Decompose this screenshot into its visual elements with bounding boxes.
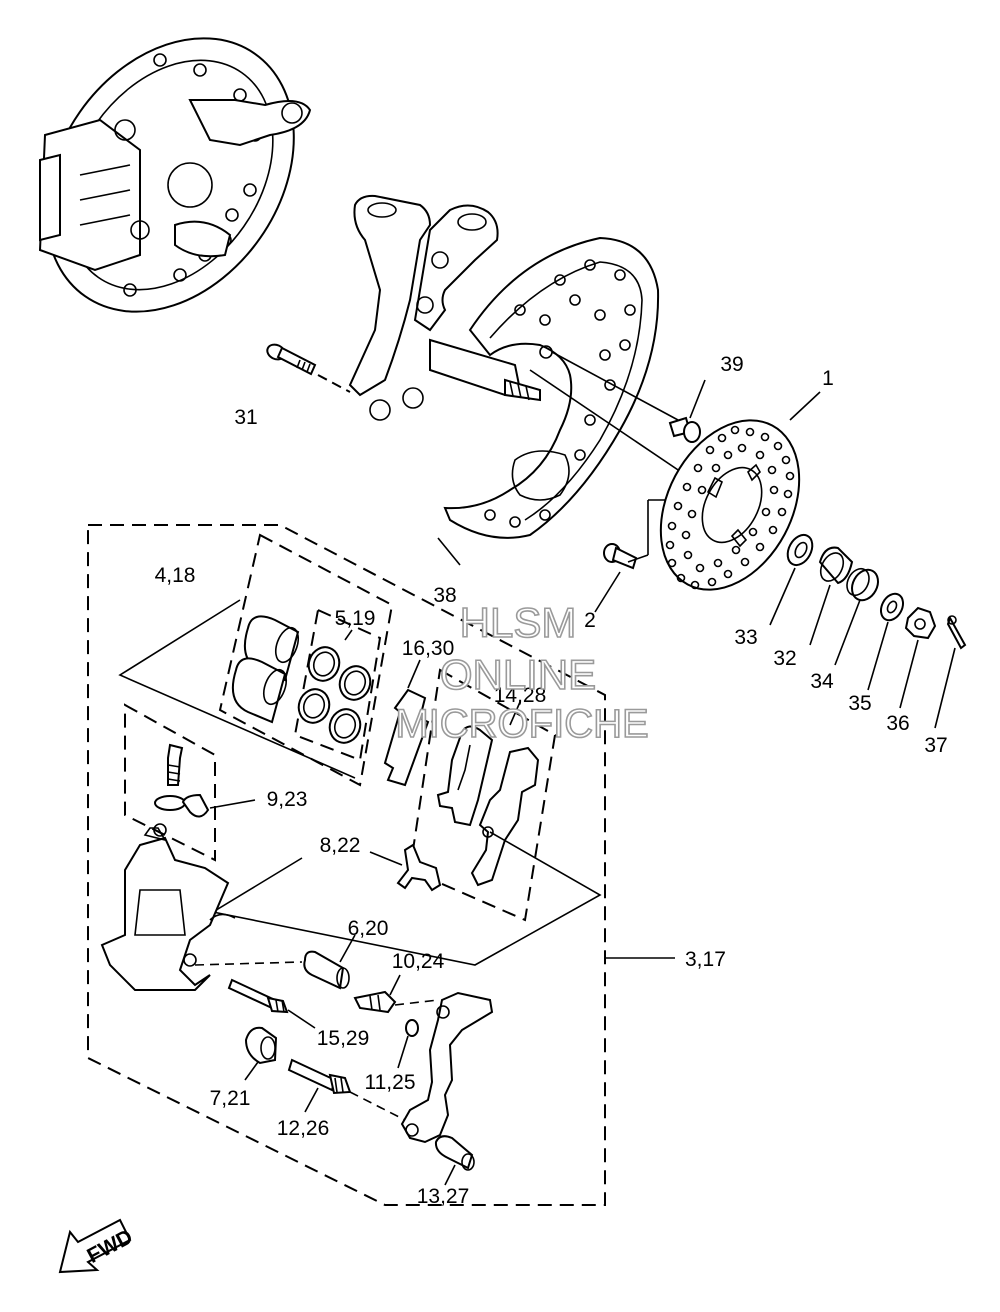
watermark-line-1: HLSM: [460, 599, 577, 646]
callout-labels: 1 2 3,17 4,18 5,19 6,20 7,21 8,22 9,23 1…: [155, 353, 948, 1208]
callout-15-29: 15,29: [317, 1027, 370, 1050]
pad-group-boundary: [408, 668, 557, 922]
bolt-12: [287, 1058, 352, 1095]
pin-6: [303, 950, 350, 990]
caliper-body: [100, 823, 236, 991]
callout-5-19: 5,19: [335, 607, 376, 630]
watermark: HLSM ONLINE MICROFICHE: [395, 598, 650, 747]
bleeder-group-boundary: [124, 703, 216, 862]
callout-13-27: 13,27: [417, 1185, 470, 1208]
callout-7-21: 7,21: [210, 1087, 251, 1110]
callout-35: 35: [848, 692, 871, 715]
callout-14-28: 14,28: [494, 684, 547, 707]
watermark-line-3: MICROFICHE: [395, 702, 648, 746]
callout-33: 33: [734, 626, 757, 649]
callout-8-22: 8,22: [320, 834, 361, 857]
callout-2: 2: [584, 609, 596, 632]
sleeve-13: [434, 1135, 475, 1171]
callout-31: 31: [234, 406, 257, 429]
pad-clip-8: [396, 843, 442, 892]
pad-spring: [470, 746, 540, 887]
callout-3-17: 3,17: [685, 948, 726, 971]
pin-15: [227, 978, 289, 1014]
seals-5: [297, 646, 372, 744]
callout-34: 34: [810, 670, 834, 693]
pad-14: [436, 725, 494, 827]
callout-12-26: 12,26: [277, 1117, 330, 1140]
callout-37: 37: [924, 734, 947, 757]
callout-36: 36: [886, 712, 909, 735]
assembled-brake-view: [38, 37, 312, 313]
steering-knuckle: [348, 194, 541, 421]
piston-group-boundary: [218, 533, 394, 787]
callout-6-20: 6,20: [348, 917, 389, 940]
washer-11: [405, 1019, 419, 1037]
watermark-line-2: ONLINE: [440, 651, 596, 698]
dust-shield-38: [443, 236, 660, 539]
bleeder-9: [154, 743, 210, 818]
pistons-4: [232, 615, 300, 724]
callout-32: 32: [773, 647, 796, 670]
bolt-39: [668, 379, 706, 443]
bolt-31: [266, 343, 351, 393]
pad-16: [383, 688, 430, 787]
brake-disc-1: [659, 391, 821, 591]
callout-38: 38: [433, 584, 456, 607]
hub-hardware: [769, 533, 967, 729]
callout-16-30: 16,30: [402, 637, 455, 660]
seal-group-boundary: [293, 608, 382, 762]
callout-4-18: 4,18: [155, 564, 196, 587]
bolt-7: [244, 1026, 278, 1065]
caliper-assembly-boundary: [87, 524, 606, 1206]
caliper-bracket: [400, 991, 494, 1144]
callout-9-23: 9,23: [267, 788, 308, 811]
bolt-2: [594, 499, 665, 613]
bolt-10: [353, 990, 397, 1014]
callout-11-25: 11,25: [365, 1071, 416, 1094]
callout-1: 1: [822, 367, 834, 390]
callout-10-24: 10,24: [392, 950, 445, 973]
fwd-arrow-icon: FWD: [58, 1218, 136, 1274]
callout-39: 39: [720, 353, 743, 376]
